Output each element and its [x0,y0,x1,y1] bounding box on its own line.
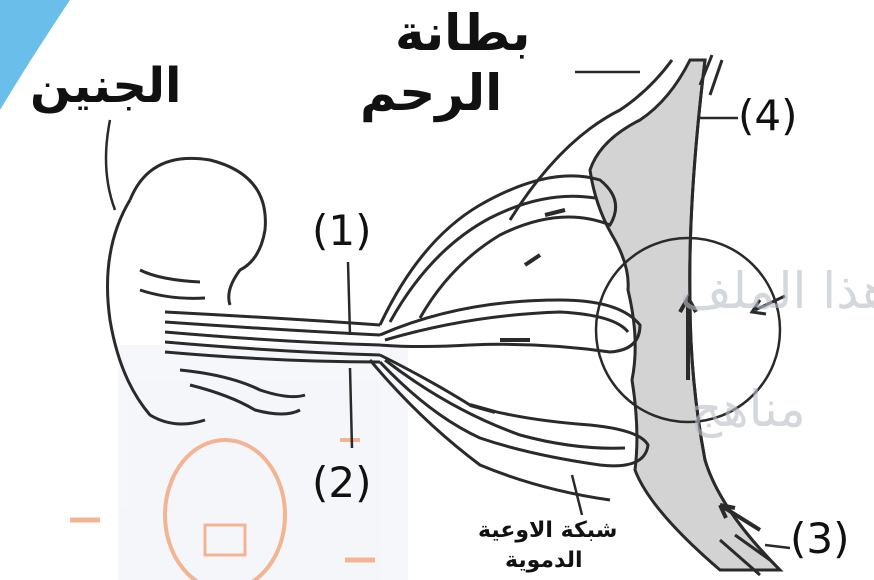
watermark-line-2: مناهج [690,380,806,438]
vessels-label-2: الدموية [505,550,583,572]
label-1: (1) [312,210,372,252]
embryo-label: الجنين [30,62,181,110]
vessels-label-1: شبكة الاوعية [478,520,617,542]
uterus-lining-label-1: بطانة [395,8,530,58]
label-2: (2) [312,462,372,504]
watermark-line-1: هذا الملف [680,262,874,320]
label-3: (3) [790,518,850,560]
label-4: (4) [738,95,798,137]
uterus-lining-label-2: الرحم [360,68,502,118]
villi-vessels [370,176,648,500]
